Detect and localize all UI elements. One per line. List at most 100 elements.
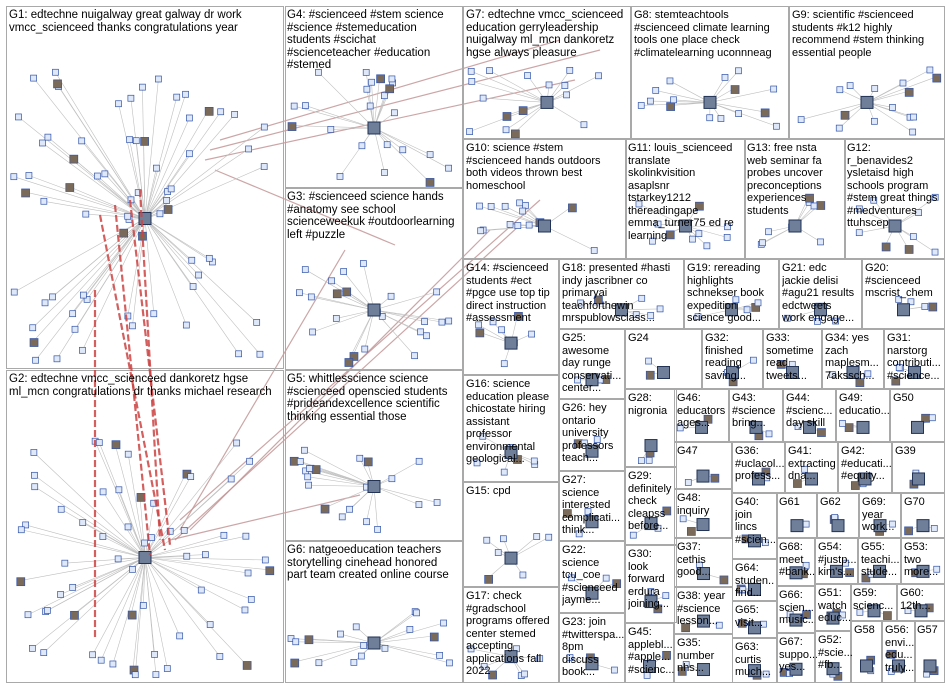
- group-g51: [816, 585, 851, 631]
- node: [184, 553, 190, 559]
- node: [840, 612, 846, 618]
- node: [564, 92, 570, 98]
- node: [766, 431, 772, 437]
- node: [522, 202, 528, 208]
- node: [30, 339, 38, 347]
- group-border: [464, 140, 626, 259]
- node: [603, 575, 609, 581]
- hub-node: [368, 122, 380, 134]
- node: [729, 378, 737, 386]
- node: [663, 593, 669, 599]
- node: [501, 469, 507, 475]
- hub-node: [804, 421, 816, 433]
- node: [70, 584, 76, 590]
- edge: [340, 128, 374, 176]
- node: [357, 455, 363, 461]
- group-g11: [627, 140, 745, 259]
- group-g55: [859, 539, 901, 584]
- hub-node: [645, 440, 657, 452]
- node: [525, 73, 531, 79]
- node: [391, 110, 397, 116]
- group-g7: [464, 7, 631, 139]
- hub-node: [680, 220, 692, 232]
- hub-node: [750, 421, 762, 433]
- node: [157, 211, 163, 217]
- node: [638, 458, 644, 464]
- node: [364, 86, 370, 92]
- group-g40: [733, 494, 777, 559]
- edge: [145, 219, 193, 287]
- node: [341, 269, 347, 275]
- node: [929, 303, 937, 311]
- node: [905, 245, 913, 253]
- node: [62, 560, 68, 566]
- node: [520, 572, 526, 578]
- node: [80, 292, 86, 298]
- node: [125, 451, 131, 457]
- hub-node: [861, 96, 873, 108]
- node: [683, 661, 689, 667]
- edge: [35, 487, 145, 558]
- node: [439, 319, 445, 325]
- node: [155, 76, 161, 82]
- hub-node: [541, 96, 553, 108]
- node: [58, 506, 64, 512]
- hub-node: [898, 304, 910, 316]
- strong-edge: [115, 205, 150, 555]
- hub-node: [806, 473, 818, 485]
- edge: [145, 473, 186, 557]
- node: [44, 607, 50, 613]
- node: [221, 532, 227, 538]
- node: [759, 240, 765, 246]
- node: [480, 433, 486, 439]
- node: [646, 358, 652, 364]
- group-g66: [778, 587, 815, 633]
- node: [188, 474, 194, 480]
- hub-node: [917, 565, 929, 577]
- hub-node: [539, 220, 551, 232]
- node: [247, 458, 253, 464]
- hub-node: [368, 304, 380, 316]
- edge: [710, 89, 774, 102]
- node: [312, 466, 320, 474]
- node: [384, 142, 390, 148]
- hub-node: [697, 470, 709, 482]
- node: [517, 200, 523, 206]
- node: [388, 293, 394, 299]
- node: [79, 138, 85, 144]
- node: [426, 178, 434, 186]
- hub-node: [368, 481, 380, 493]
- group-border: [846, 140, 945, 259]
- node: [141, 137, 149, 145]
- node: [333, 315, 339, 321]
- node: [900, 80, 906, 86]
- hub-node: [847, 367, 859, 379]
- node: [784, 315, 790, 321]
- group-g12: [846, 140, 945, 259]
- node: [929, 415, 935, 421]
- node: [663, 507, 671, 515]
- node: [54, 356, 60, 362]
- node: [351, 659, 357, 665]
- group-g34: [823, 330, 884, 389]
- node: [501, 361, 507, 367]
- hub-node: [505, 552, 517, 564]
- group-g52: [816, 632, 851, 683]
- node: [116, 487, 122, 493]
- group-g23: [560, 614, 625, 683]
- node: [911, 114, 917, 120]
- node: [430, 633, 438, 641]
- node: [515, 223, 521, 229]
- node: [31, 75, 37, 81]
- node: [611, 667, 617, 673]
- node: [41, 650, 47, 656]
- group-g13: [746, 140, 845, 259]
- node: [655, 221, 661, 227]
- hub-node: [749, 535, 761, 547]
- group-g64: [733, 560, 777, 601]
- edge: [374, 487, 419, 505]
- node: [636, 201, 642, 207]
- node: [174, 94, 180, 100]
- node: [680, 516, 686, 522]
